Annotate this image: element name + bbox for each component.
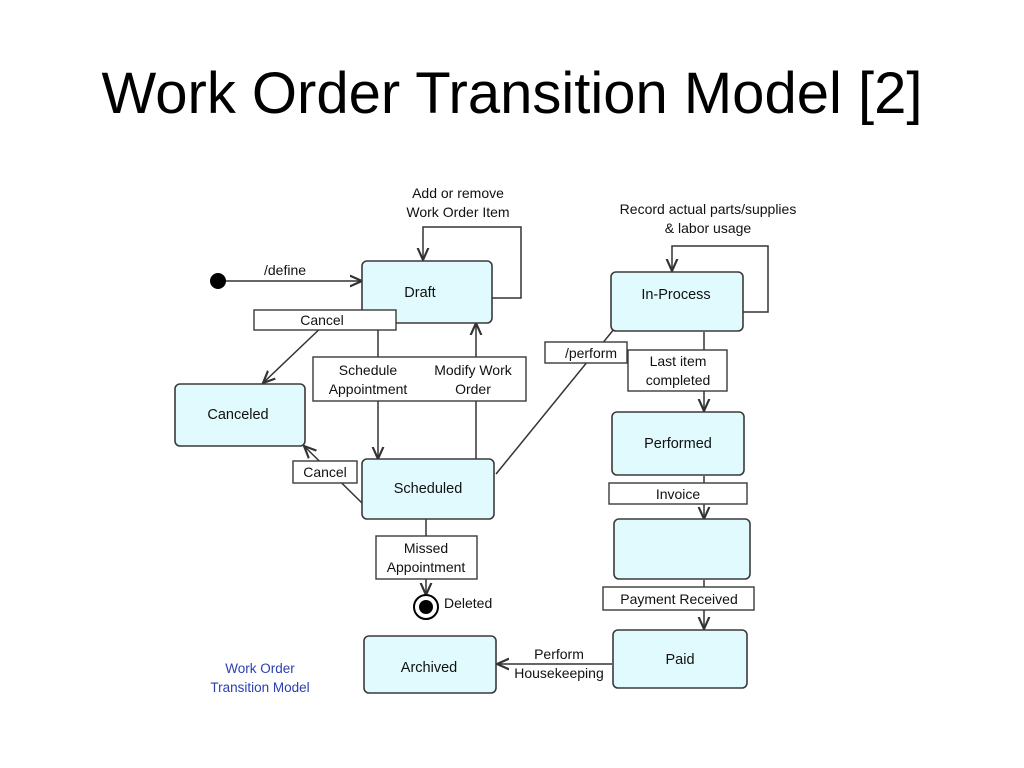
add-remove-line1: Add or remove [412, 185, 504, 201]
last-item-line2: completed [646, 372, 711, 388]
payment-received-label: Payment Received [602, 586, 755, 611]
perform-text: /perform [565, 345, 617, 361]
caption-line2: Transition Model [210, 680, 309, 695]
perform-label: /perform [544, 341, 628, 364]
payment-text: Payment Received [620, 591, 738, 607]
state-in-process-label: In-Process [641, 287, 710, 303]
add-remove-line2: Work Order Item [406, 204, 509, 220]
state-paid-label: Paid [665, 652, 694, 668]
cancel-from-draft-label: Cancel [253, 309, 397, 331]
define-label: /define [264, 262, 306, 278]
state-scheduled: Scheduled [361, 458, 495, 520]
edge-draft-canceled [263, 321, 328, 383]
edge-record-usage-loop [672, 245, 769, 313]
record-usage-line2: & labor usage [665, 220, 752, 236]
state-archived: Archived [363, 635, 497, 694]
state-scheduled-label: Scheduled [394, 481, 463, 497]
schedule-modify-label: Schedule Appointment Modify Work Order [312, 356, 527, 402]
invoice-label: Invoice [608, 482, 748, 505]
schedule-line2: Appointment [329, 381, 408, 397]
modify-line2: Order [455, 381, 491, 397]
cancel-draft-text: Cancel [300, 312, 344, 328]
caption-line1: Work Order [225, 661, 295, 676]
state-draft-label: Draft [404, 285, 435, 301]
initial-state [210, 273, 226, 289]
edge-perform [495, 307, 632, 475]
cancel-scheduled-text: Cancel [303, 464, 347, 480]
housekeeping-label: Perform Housekeeping [514, 646, 604, 681]
state-performed-label: Performed [644, 436, 712, 452]
missed-line2: Appointment [387, 559, 466, 575]
modify-line1: Modify Work [434, 362, 513, 378]
add-remove-label: Add or remove Work Order Item [406, 185, 509, 220]
state-unnamed [613, 518, 751, 580]
missed-line1: Missed [404, 540, 448, 556]
deleted-label: Deleted [444, 595, 492, 611]
state-canceled-label: Canceled [207, 407, 268, 423]
missed-appointment-label: Missed Appointment [375, 535, 478, 580]
page-title: Work Order Transition Model [2] [101, 61, 923, 126]
state-archived-label: Archived [401, 660, 457, 676]
last-item-label: Last item completed [627, 349, 728, 392]
record-usage-line1: Record actual parts/supplies [620, 201, 797, 217]
final-state-deleted: Deleted [413, 594, 492, 620]
state-paid: Paid [612, 629, 748, 689]
edge-add-remove-loop [423, 226, 522, 299]
schedule-line1: Schedule [339, 362, 398, 378]
state-performed: Performed [611, 411, 745, 476]
state-in-process: In-Process [610, 271, 744, 332]
housekeeping-line1: Perform [534, 646, 584, 662]
record-usage-label: Record actual parts/supplies & labor usa… [620, 201, 797, 236]
state-canceled: Canceled [174, 383, 306, 447]
housekeeping-line2: Housekeeping [514, 665, 604, 681]
invoice-text: Invoice [656, 486, 701, 502]
diagram-caption: Work Order Transition Model [210, 661, 309, 695]
state-draft: Draft [361, 260, 493, 324]
cancel-from-scheduled-label: Cancel [292, 460, 358, 484]
last-item-line1: Last item [650, 353, 707, 369]
